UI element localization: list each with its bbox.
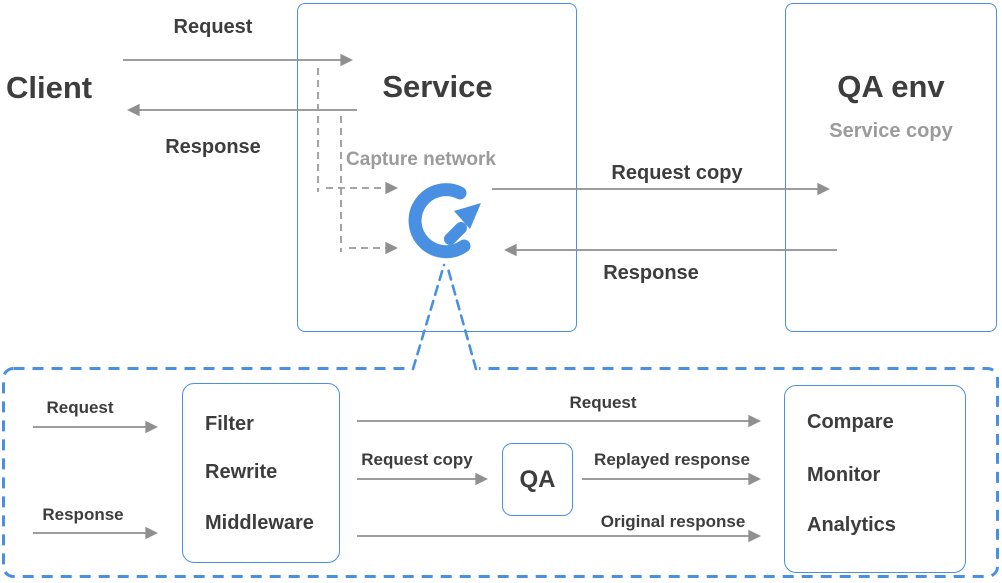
forwarded-request-label: Request (569, 393, 637, 412)
processor-item-middleware: Middleware (205, 512, 314, 534)
capture-network-label: Capture network (346, 149, 496, 170)
qa-env-title: QA env (837, 69, 945, 104)
request-copy-label-detail: Request copy (361, 450, 473, 469)
client-label: Client (6, 70, 93, 105)
output-item-compare: Compare (807, 411, 894, 433)
replayed-response-label: Replayed response (594, 450, 750, 469)
original-response-label: Original response (600, 512, 746, 531)
output-item-analytics: Analytics (807, 514, 896, 536)
processor-item-rewrite: Rewrite (205, 461, 278, 483)
service-title: Service (382, 69, 493, 104)
response-label-top: Response (165, 136, 261, 158)
response-label-detail: Response (42, 505, 124, 524)
output-item-monitor: Monitor (807, 464, 881, 486)
request-label-detail: Request (46, 398, 114, 417)
service-copy-subtitle: Service copy (829, 120, 953, 142)
qa-env-box (785, 3, 997, 332)
processor-item-filter: Filter (205, 413, 254, 435)
request-label-top: Request (173, 16, 253, 38)
request-copy-label-top: Request copy (611, 162, 743, 184)
response-copy-label-top: Response (603, 262, 699, 284)
